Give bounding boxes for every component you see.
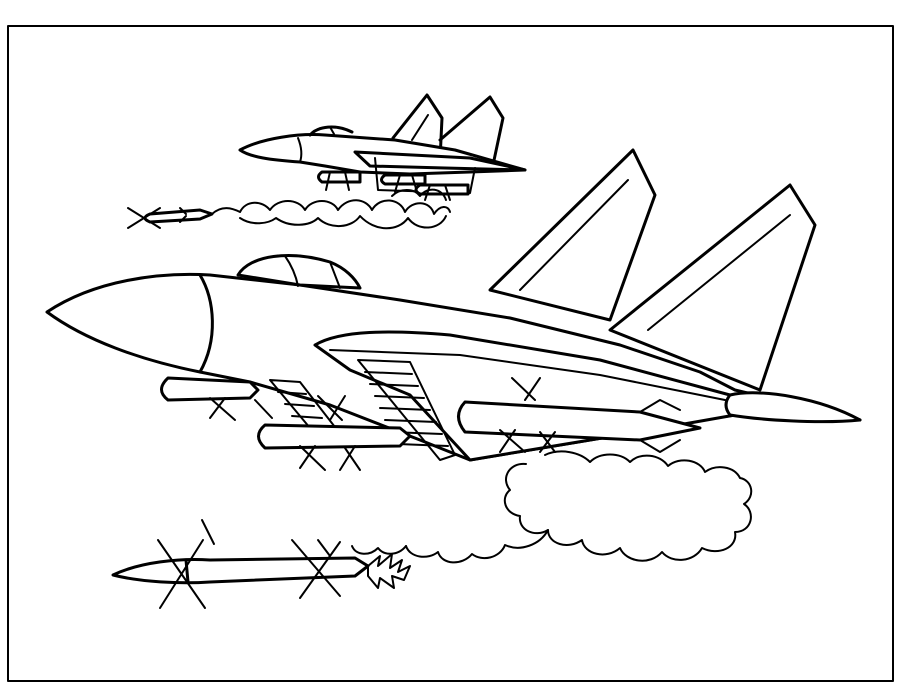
launched-missile-large	[111, 519, 411, 609]
launched-missile-small	[127, 207, 214, 229]
exhaust-smoke-trail-large	[351, 450, 753, 564]
exhaust-smoke-trail-small	[211, 188, 451, 230]
page-frame	[7, 25, 894, 682]
lead-fighter-jet	[45, 148, 862, 471]
trailing-fighter-jet	[238, 93, 527, 201]
